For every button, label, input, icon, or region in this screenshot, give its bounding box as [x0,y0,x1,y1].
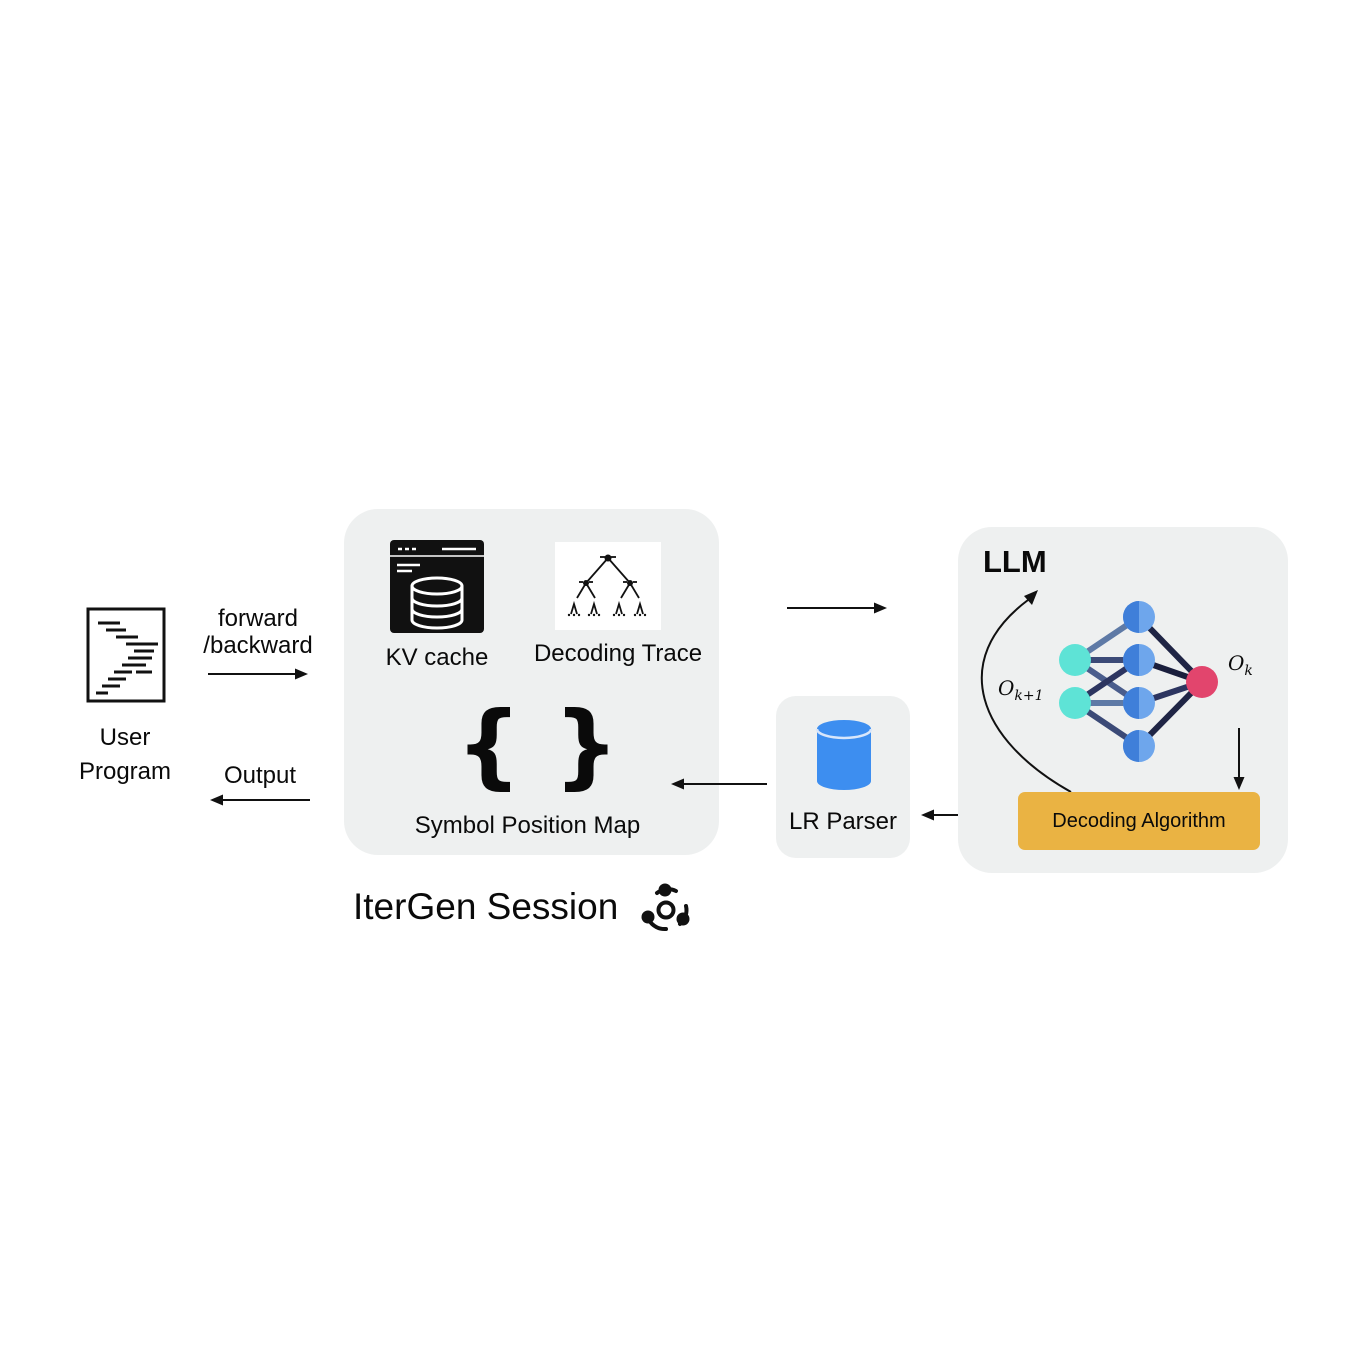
forward-backward-label: forward /backward [203,605,313,659]
symbol-position-map-label: Symbol Position Map [414,812,641,839]
decoding-algorithm-label: Decoding Algorithm [1052,809,1226,832]
decoding-trace-label: Decoding Trace [533,640,703,667]
forward-arrow [208,667,308,681]
output-arrow [210,793,310,807]
llm-title: LLM [983,544,1047,579]
llm-to-algorithm-arrow [1232,728,1246,790]
tree-icon [555,542,661,630]
session-to-llm-arrow [787,601,887,615]
lr-parser-label: LR Parser [788,808,898,835]
curly-braces-icon: { } [456,692,620,799]
decoding-algorithm-box: Decoding Algorithm [1018,792,1260,850]
database-window-icon [390,540,484,633]
next-output-label: Ok+1 [998,676,1044,704]
parser-to-session-arrow [671,777,767,791]
feedback-curve-arrow [958,580,1078,795]
share-nodes-icon [640,882,692,934]
kv-cache-label: KV cache [385,644,489,671]
output-token-label: Ok [1228,651,1253,679]
itergen-session-title: IterGen Session [353,886,619,927]
neural-network-icon [1056,598,1222,764]
user-program-label: User Program [78,724,172,785]
code-file-icon [86,607,166,703]
cylinder-icon [815,719,873,791]
output-label: Output [223,762,297,789]
